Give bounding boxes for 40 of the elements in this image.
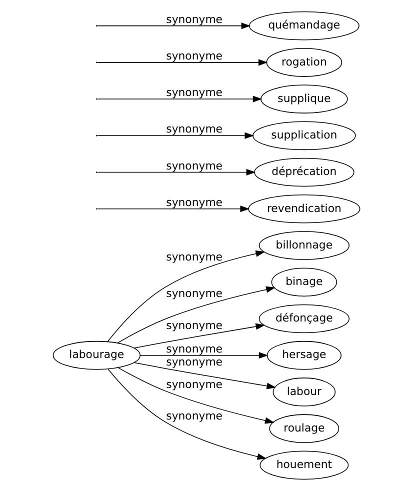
node-ellipse: supplication xyxy=(252,121,356,150)
node-ellipse: supplique xyxy=(260,84,348,114)
arrow xyxy=(117,286,276,344)
edge-label: synonyme xyxy=(166,49,223,62)
edge-label: synonyme xyxy=(166,196,223,209)
edge-label: synonyme xyxy=(166,250,223,264)
arrow xyxy=(107,250,266,342)
edge-label: synonyme xyxy=(166,122,223,136)
node-ellipse: roulage xyxy=(269,414,340,443)
edge-label: synonyme xyxy=(166,409,223,422)
node-ellipse: labour xyxy=(272,378,336,406)
edge-label: synonyme xyxy=(166,356,223,369)
node-ellipse: hersage xyxy=(266,340,342,370)
node-ellipse: quémandage xyxy=(248,11,360,40)
arrow xyxy=(134,323,266,348)
arrow xyxy=(134,362,276,390)
node-ellipse: billonnage xyxy=(258,231,350,260)
arrow xyxy=(97,59,268,66)
edge-label: synonyme xyxy=(166,159,223,172)
edge-label: synonyme xyxy=(166,12,223,26)
node-ellipse: défonçage xyxy=(258,304,350,334)
node-ellipse: revendication xyxy=(248,194,360,224)
arrow xyxy=(97,132,254,139)
edge-label: synonyme xyxy=(166,287,223,300)
node-ellipse: labourage xyxy=(52,340,141,370)
node-ellipse: déprécation xyxy=(254,158,354,187)
edge-label: synonyme xyxy=(166,378,223,392)
arrow xyxy=(140,352,268,359)
arrow xyxy=(97,96,262,102)
edge-label: synonyme xyxy=(166,86,223,100)
node-ellipse: houement xyxy=(260,450,349,480)
node-ellipse: rogation xyxy=(266,48,342,77)
arrow xyxy=(97,206,250,212)
node-ellipse: binage xyxy=(271,268,338,297)
arrow xyxy=(97,22,251,30)
arrow xyxy=(108,368,267,460)
edge-label: synonyme xyxy=(166,342,223,356)
arrow xyxy=(118,367,274,424)
arrow xyxy=(97,169,256,176)
edge-label: synonyme xyxy=(166,319,223,332)
